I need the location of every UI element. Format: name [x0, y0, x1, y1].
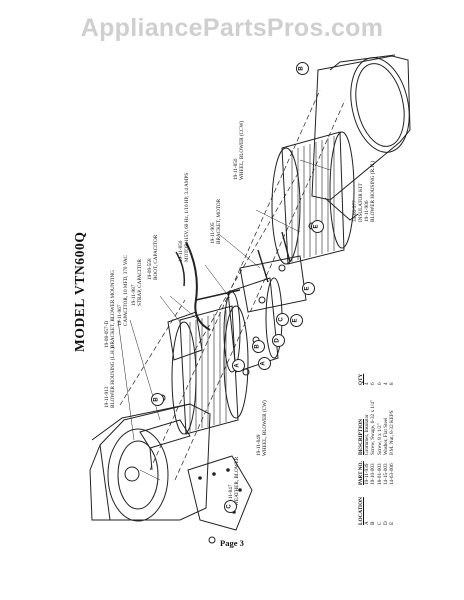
- label-bracket-motor: 19-11-905 BRACKET, MOTOR: [210, 199, 222, 244]
- label-capacitor: 19-11-967 CAPACITOR, 10 MFD, 370 VAC: [117, 255, 129, 326]
- label-weather-blower: 19-11-847 WEATHER, BLOWER: [228, 457, 240, 506]
- part-description: STRAP, CAPACITOR: [137, 259, 143, 306]
- label-boot-capacitor: 19-09-558 BOOT, CAPACITOR: [147, 235, 159, 280]
- callout-bubble: E: [290, 314, 303, 327]
- label-bracket-blower-mounting: 19-08-057-D BRACKET, BLOWER MOUNTING: [104, 270, 116, 348]
- table-cell: 14-63-006: [389, 463, 396, 485]
- label-insulator-kit: 35-66-577 INSULATOR KIT: [352, 183, 364, 222]
- callout-bubble: B: [296, 62, 309, 75]
- part-description: BOOT, CAPACITOR: [153, 234, 159, 280]
- part-description: MOTOR 115V, 60 Hz, 1/10 HP, 3.4 AMPS: [184, 172, 190, 262]
- watermark: AppliancePartsPros.com: [80, 14, 384, 42]
- label-blower-housing-lh: 19-11-913 BLOWER HOUSING (L.H.): [104, 347, 116, 408]
- callout-bubble: A: [258, 357, 271, 370]
- model-title: MODEL VTN600Q: [72, 231, 87, 352]
- table-cell: P.M. Nut, 8-32 KEPS: [389, 410, 396, 455]
- callout-bubble: D: [272, 334, 285, 347]
- callout-bubble: E: [302, 282, 315, 295]
- callout-bubble: A: [232, 359, 245, 372]
- label-wheel-blower-ccw: 19-11-850 WHEEL, BLOWER (CCW): [233, 121, 245, 180]
- part-description: CAPACITOR, 10 MFD, 370 VAC: [123, 254, 129, 326]
- label-blower-housing-rh: 19-11-906 BLOWER HOUSING (R.H.): [364, 161, 376, 222]
- callout-bubble: B: [252, 340, 265, 353]
- parts-table: LOCATION PART NO. DESCRIPTION QTY A 19-1…: [358, 371, 395, 525]
- callout-bubble: C: [276, 313, 289, 326]
- callout-bubble: B: [151, 393, 164, 406]
- table-cell: E: [389, 521, 396, 525]
- part-description: WHEEL, BLOWER (CW): [262, 400, 268, 456]
- label-wheel-blower-cw: 19-11-849 WHEEL, BLOWER (CW): [256, 400, 268, 456]
- part-description: WEATHER, BLOWER: [234, 456, 240, 506]
- part-description: WHEEL, BLOWER (CCW): [239, 120, 245, 180]
- callout-bubble: E: [311, 220, 324, 233]
- table-cell: 8: [389, 382, 396, 385]
- label-strap-capacitor: 19-11-987 STRAP, CAPACITOR: [131, 259, 143, 306]
- part-description: BRACKET, MOTOR: [216, 198, 222, 244]
- part-description: BLOWER HOUSING (L.H.): [110, 347, 116, 408]
- part-description: BRACKET, BLOWER MOUNTING: [110, 270, 116, 348]
- page-number: Page 3: [220, 538, 244, 548]
- table-row: E 14-63-006 P.M. Nut, 8-32 KEPS 8: [389, 371, 395, 525]
- part-description: BLOWER HOUSING (R.H.): [370, 160, 376, 222]
- callout-bubble: C: [224, 500, 237, 513]
- label-motor: 19-11-850 MOTOR 115V, 60 Hz, 1/10 HP, 3.…: [178, 173, 190, 262]
